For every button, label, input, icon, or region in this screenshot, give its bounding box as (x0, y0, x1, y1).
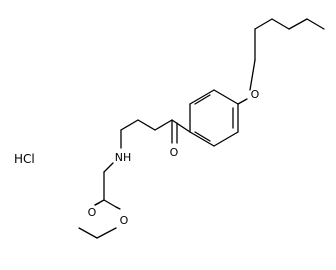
ether-oxygen-label: O (251, 88, 260, 101)
ketone-group (171, 119, 191, 144)
ester-single-oxygen-label: O (120, 214, 129, 227)
linker-chain (120, 119, 173, 149)
ketone-oxygen-label: O (170, 146, 179, 159)
ethyl-group (78, 227, 117, 239)
pentyl-chain (249, 18, 325, 91)
amine-label: NH (115, 151, 132, 164)
benzene-ring (189, 89, 239, 147)
hydrochloride-label: HCl (14, 152, 35, 166)
ester-group (94, 171, 121, 210)
ester-carbonyl-oxygen-label: O (88, 206, 97, 219)
